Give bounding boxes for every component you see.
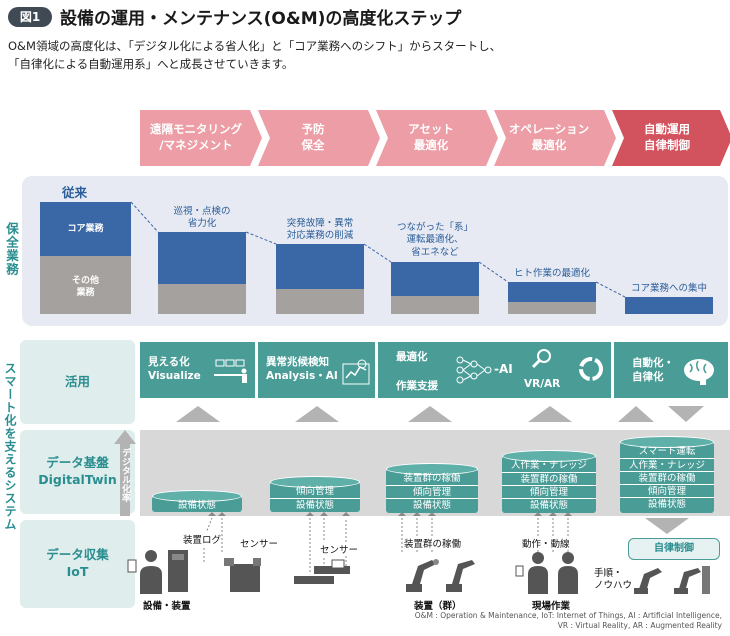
stack-1: 設備状態 — [152, 490, 242, 512]
up-arrow-2 — [295, 406, 339, 422]
up-arrow-5 — [618, 406, 654, 422]
magnifier-icon — [531, 349, 551, 369]
brain-icon — [684, 359, 714, 385]
bar-conventional-core — [40, 202, 131, 256]
iot-procedure: 手順・ノウハウ — [594, 568, 633, 591]
robot-arm-icon — [406, 559, 475, 592]
up-arrow-3 — [408, 406, 452, 422]
autonomous-box: 自律制御 — [628, 538, 720, 560]
maintenance-panel — [22, 176, 728, 326]
stage-4: オペレーション最適化 — [508, 122, 590, 152]
bar-step2-core — [276, 244, 364, 289]
stage-3-shape — [376, 110, 498, 166]
digitalization-label: デジタル化率 — [120, 448, 130, 502]
neural-network-icon — [456, 356, 492, 384]
iot-group-op: 装置群の稼働 — [404, 536, 462, 550]
bar-conventional-other — [40, 256, 131, 314]
stage-2: 予防保全 — [301, 122, 325, 152]
cat-group: 装置（群） — [414, 601, 462, 612]
bar-connectors — [130, 201, 626, 298]
bar-step5-core — [625, 297, 713, 314]
iot-sensor-2: センサー — [320, 542, 359, 556]
worker-icon — [127, 550, 162, 594]
core-label: コア業務 — [67, 224, 104, 234]
robot-cell-icon — [634, 566, 710, 594]
figure-badge: 図1 — [8, 7, 52, 27]
bar-step3-core — [391, 262, 479, 296]
intro-line-1: O&M領域の高度化は、「デジタル化による省人化」と「コア業務へのシフト」からスタ… — [8, 39, 502, 53]
ai-label: -AI — [494, 362, 513, 376]
stage-5-shape — [612, 110, 730, 166]
annotation-1: 巡視・点検の省力化 — [173, 206, 231, 230]
analysis-chart-icon — [342, 359, 370, 385]
down-arrow-5 — [668, 406, 704, 422]
stage-chevrons — [140, 110, 730, 166]
stage-5: 自動運用自律制御 — [644, 122, 690, 152]
stage-4-shape — [494, 110, 616, 166]
support-label: 作業支援 — [396, 380, 438, 392]
iot-illustrations — [127, 550, 710, 594]
use-automation: 自動化・自律化 — [614, 342, 728, 398]
iot-sensor-1: センサー — [240, 536, 279, 550]
iot-device-log: 装置ログ — [183, 532, 222, 546]
maintenance-side-label: 保全業務 — [4, 222, 19, 276]
stage-3: アセット最適化 — [408, 122, 454, 152]
conveyor-icon — [294, 559, 350, 584]
cat-field: 現場作業 — [532, 601, 571, 612]
stage-1: 遠隔モニタリング/マネジメント — [150, 122, 242, 152]
conventional-label: 従来 — [62, 185, 88, 200]
monitor-desk-icon — [214, 359, 247, 383]
stack-5: スマート運転 人作業・ナレッジ 装置群の稼働 傾向管理 設備状態 — [620, 436, 714, 513]
bar-step3-other — [391, 296, 479, 314]
field-worker-icon — [515, 552, 578, 594]
bar-step1-core — [158, 232, 246, 284]
up-arrow-4 — [528, 406, 572, 422]
cabinet-icon — [168, 550, 188, 592]
cat-equipment: 設備・装置 — [143, 601, 191, 612]
figure-title: 設備の運用・メンテナンス(O&M)の高度化ステップ — [60, 9, 462, 29]
stage-2-shape — [258, 110, 380, 166]
bar-step2-other — [276, 289, 364, 314]
down-arrow-autonomous — [645, 518, 689, 534]
use-optimize-support: 最適化 作業支援 -AI VR/AR — [378, 342, 611, 398]
intro-line-2: 「自律化による自動運用系」へと成長させていきます。 — [8, 57, 294, 71]
vrar-label: VR/AR — [524, 378, 561, 390]
bar-step4-other — [508, 302, 596, 314]
stage-1-shape — [140, 110, 262, 166]
stack-4: 人作業・ナレッジ 装置群の稼働 傾向管理 設備状態 — [502, 450, 596, 513]
annotation-2: 突発故障・異常対応業務の削減 — [286, 218, 354, 242]
annotation-5: コア業務への集中 — [630, 283, 707, 294]
up-arrow-1 — [176, 406, 220, 422]
footnote: O&M : Operation & Maintenance, IoT: Inte… — [414, 611, 722, 630]
iot-motion: 動作・動線 — [522, 536, 570, 550]
stack-3: 装置群の稼働 傾向管理 設備状態 — [386, 463, 478, 513]
system-side-label: スマート化を支えるシステム — [3, 362, 17, 531]
bar-step1-other — [158, 284, 246, 314]
bar-step4-core — [508, 282, 596, 302]
other-label: その他業務 — [71, 276, 99, 298]
digitalization-arrow — [114, 430, 136, 516]
annotation-4: ヒト作業の最適化 — [513, 268, 590, 279]
optimize-label: 最適化 — [396, 351, 428, 363]
machine-icon — [224, 558, 261, 592]
annotation-3: つながった「系」運転最適化、省エネなど — [396, 222, 473, 258]
row-use: 活用 — [20, 340, 135, 424]
cycle-icon — [579, 357, 603, 381]
stack-2: 傾向管理 設備状態 — [270, 476, 360, 512]
